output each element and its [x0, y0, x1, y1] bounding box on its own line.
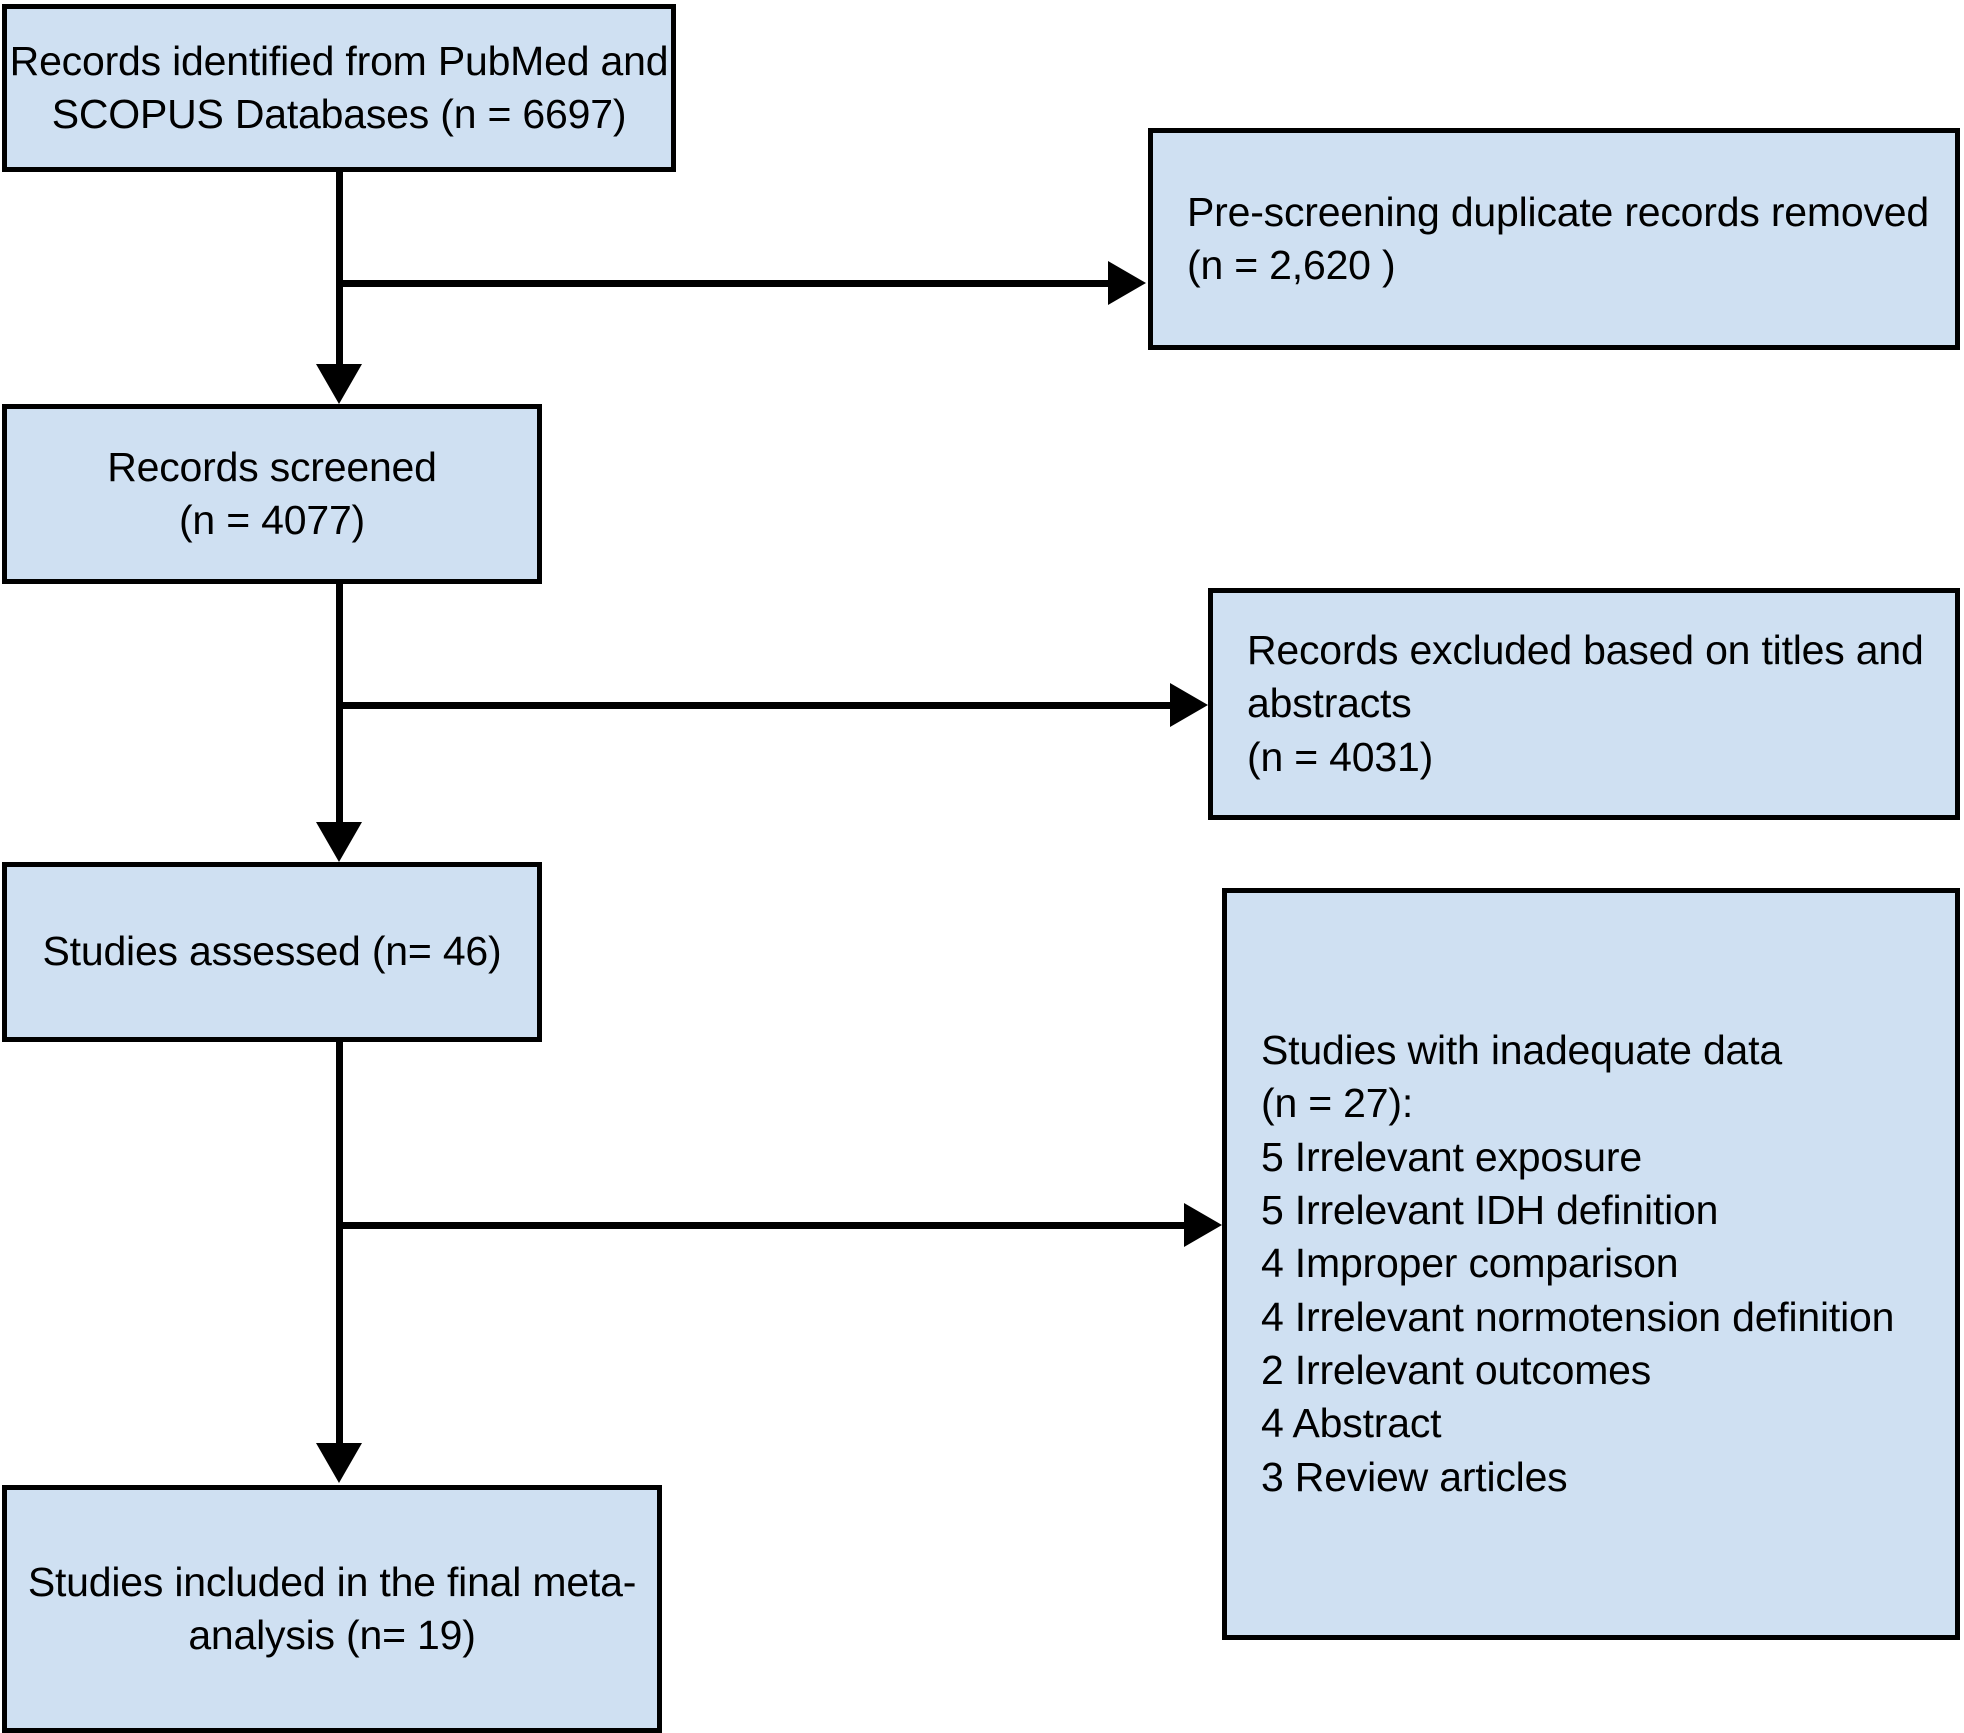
node-studies-assessed: Studies assessed (n= 46)	[2, 862, 542, 1042]
node-duplicates-removed: Pre-screening duplicate records removed …	[1148, 128, 1960, 350]
edge-identified-to-duplicates-line	[336, 280, 1110, 287]
node-studies-included: Studies included in the final meta-analy…	[2, 1485, 662, 1733]
node-records-excluded: Records excluded based on titles and abs…	[1208, 588, 1960, 820]
node-studies-assessed-label: Studies assessed (n= 46)	[42, 928, 502, 975]
node-inadequate-data-label: Studies with inadequate data (n = 27): 5…	[1261, 1027, 1895, 1500]
edge-screened-to-excluded-arrowhead	[1170, 683, 1208, 727]
node-records-screened-label: Records screened (n = 4077)	[107, 443, 437, 543]
node-records-screened: Records screened (n = 4077)	[2, 404, 542, 584]
edge-identified-to-screened-line	[336, 172, 343, 368]
edge-screened-to-assessed-arrowhead	[316, 822, 362, 862]
node-records-excluded-label: Records excluded based on titles and abs…	[1247, 627, 1924, 780]
edge-assessed-to-included-line	[336, 1042, 343, 1447]
node-duplicates-removed-label: Pre-screening duplicate records removed …	[1187, 188, 1929, 288]
node-records-identified-label: Records identified from PubMed and SCOPU…	[9, 37, 669, 137]
node-records-identified: Records identified from PubMed and SCOPU…	[2, 4, 676, 172]
edge-screened-to-excluded-line	[336, 702, 1172, 709]
node-inadequate-data: Studies with inadequate data (n = 27): 5…	[1222, 888, 1960, 1640]
edge-assessed-to-included-arrowhead	[316, 1443, 362, 1483]
edge-identified-to-screened-arrowhead	[316, 364, 362, 404]
edge-identified-to-duplicates-arrowhead	[1108, 261, 1146, 305]
edge-assessed-to-inadequate-arrowhead	[1184, 1203, 1222, 1247]
edge-assessed-to-inadequate-line	[336, 1222, 1186, 1229]
node-studies-included-label: Studies included in the final meta-analy…	[27, 1558, 637, 1658]
